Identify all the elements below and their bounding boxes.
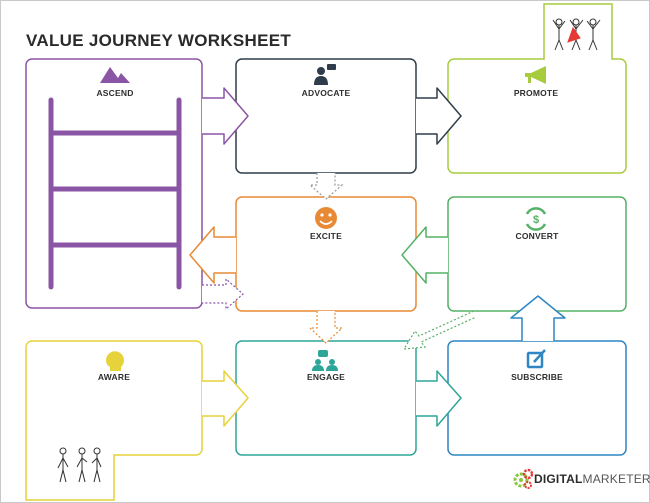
dotted-arrow-ascend-to-excite (202, 277, 244, 311)
ladder-icon (48, 97, 182, 290)
arrow-ascend-to-advocate (202, 87, 249, 145)
page-title: VALUE JOURNEY WORKSHEET (26, 31, 292, 50)
logo-text-marketer: MARKETER (582, 472, 650, 486)
gears-icon (513, 468, 534, 489)
stage-label-excite: EXCITE (310, 231, 342, 241)
lightbulb-head-icon (106, 351, 124, 371)
people-chat-icon (312, 350, 338, 371)
speaker-person-icon (314, 64, 336, 85)
edit-icon (526, 349, 546, 369)
stage-label-ascend: ASCEND (96, 88, 133, 98)
smiley-icon (315, 207, 337, 229)
stage-engage: ENGAGE (235, 340, 417, 456)
stage-promote: PROMOTE (447, 3, 627, 174)
dotted-arrow-excite-to-engage (308, 311, 344, 344)
arrow-subscribe-to-convert (510, 295, 566, 341)
mountain-icon (100, 67, 130, 83)
stage-label-promote: PROMOTE (514, 88, 559, 98)
logo-text-digital: DIGITAL (534, 472, 583, 486)
dollar-cycle-icon: $ (525, 207, 547, 231)
arrow-excite-to-ascend (189, 226, 236, 284)
stage-convert: $ CONVERT (447, 196, 627, 312)
stage-label-convert: CONVERT (516, 231, 560, 241)
arrow-engage-to-subscribe (416, 370, 462, 427)
stage-label-subscribe: SUBSCRIBE (511, 372, 563, 382)
waiting-people-icon (57, 447, 102, 483)
stage-excite: EXCITE (235, 196, 417, 312)
arrow-advocate-to-promote (416, 87, 462, 145)
cheering-people-icon (552, 18, 601, 51)
stage-aware: AWARE (25, 340, 203, 501)
stage-label-advocate: ADVOCATE (302, 88, 351, 98)
digital-marketer-logo: DIGITAL MARKETER (512, 466, 650, 492)
stage-label-engage: ENGAGE (307, 372, 345, 382)
megaphone-icon (525, 66, 546, 84)
arrow-aware-to-engage (202, 370, 249, 427)
dotted-arrow-advocate-to-excite (308, 173, 344, 200)
stage-advocate: ADVOCATE (235, 58, 417, 174)
arrow-convert-to-excite (401, 226, 448, 284)
stage-ascend: ASCEND (25, 58, 203, 309)
svg-text:$: $ (533, 214, 539, 226)
stage-label-aware: AWARE (98, 372, 130, 382)
stage-subscribe: SUBSCRIBE (447, 340, 627, 456)
dotted-arrow-convert-to-engage (402, 310, 477, 350)
